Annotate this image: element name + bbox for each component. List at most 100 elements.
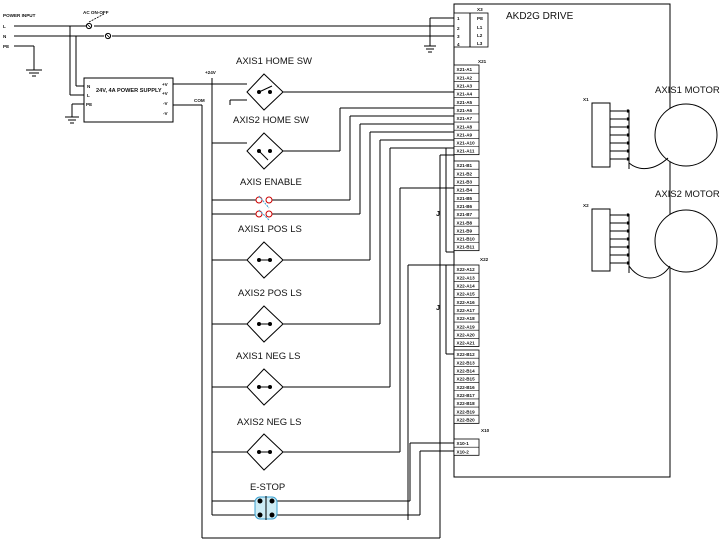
x21a-block xyxy=(453,64,480,156)
pin-x22-b14: X22-B14 xyxy=(457,369,476,374)
axis2-home-sw-label: AXIS2 HOME SW xyxy=(233,115,309,126)
axis2-neg-ls-label: AXIS2 NEG LS xyxy=(237,417,301,428)
ac-switch: AC ON-OFF xyxy=(83,10,112,40)
x3-pin-4: 4 xyxy=(457,42,460,47)
pin-x22-b15: X22-B15 xyxy=(457,377,476,382)
device-axis1-pos-ls: AXIS1 POS LS xyxy=(238,224,302,279)
axis2-motor-label: AXIS2 MOTOR xyxy=(655,189,720,200)
x21b-block xyxy=(453,160,480,252)
pin-x22-b19: X22-B19 xyxy=(457,409,476,414)
pin-x21-b1: X21-B1 xyxy=(457,163,473,168)
pin-x21-b10: X21-B10 xyxy=(457,237,476,242)
x3-label: X3 xyxy=(477,7,483,12)
x3-pin-l1: L1 xyxy=(477,25,483,30)
pin-x21-a8: X21-A8 xyxy=(457,124,473,129)
com-label: COM xyxy=(194,98,205,103)
axis1-pos-ls-label: AXIS1 POS LS xyxy=(238,224,302,235)
axis1-home-sw-label: AXIS1 HOME SW xyxy=(236,56,312,67)
psu-out-1: +V xyxy=(162,82,169,87)
pin-x22-a14: X22-A14 xyxy=(457,284,476,289)
pin-x10-2: X10-2 xyxy=(457,449,470,454)
x10-label: X10 xyxy=(481,428,490,433)
psu-out-2: +V xyxy=(162,91,169,96)
pin-x22-b12: X22-B12 xyxy=(457,352,476,357)
line-label-l: L xyxy=(3,24,6,29)
drive-box xyxy=(453,3,671,478)
axis2-home-switch-icon xyxy=(246,132,284,170)
device-wires xyxy=(212,83,454,538)
psu-out-4: -V xyxy=(163,111,169,116)
axis1-motor-icon xyxy=(654,103,718,167)
x2-connector xyxy=(591,208,630,273)
device-axis2-home-sw: AXIS2 HOME SW xyxy=(233,115,309,170)
pin-x22-a12: X22-A12 xyxy=(457,267,476,272)
device-axis1-neg-ls: AXIS1 NEG LS xyxy=(236,351,300,406)
drive-pin-columns: X21-A1X21-A2X21-A3X21-A4X21-A5X21-A6X21-… xyxy=(453,64,480,456)
x3-wiring xyxy=(424,17,454,53)
pin-x21-a5: X21-A5 xyxy=(457,100,473,105)
pin-x21-a2: X21-A2 xyxy=(457,75,473,80)
x2-label: X2 xyxy=(583,203,589,208)
pin-x21-a4: X21-A4 xyxy=(457,92,473,97)
drive-title: AKD2G DRIVE xyxy=(506,11,574,22)
pin-x21-b7: X21-B7 xyxy=(457,212,473,217)
pin-x22-a16: X22-A16 xyxy=(457,300,476,305)
pin-x21-b9: X21-B9 xyxy=(457,228,473,233)
pin-x21-b2: X21-B2 xyxy=(457,171,473,176)
psu-pin-n: N xyxy=(87,84,91,89)
pin-x21-a11: X21-A11 xyxy=(457,149,475,154)
pin-x21-a1: X21-A1 xyxy=(457,67,473,72)
axis1-motor: AXIS1 MOTOR xyxy=(628,85,720,170)
axis1-home-switch-icon xyxy=(246,73,284,111)
psu-pe-ground xyxy=(65,103,84,124)
device-axis1-home-sw: AXIS1 HOME SW xyxy=(236,56,312,111)
pin-x22-b16: X22-B16 xyxy=(457,385,476,390)
device-e-stop: E-STOP xyxy=(250,482,285,520)
psu-pin-pe: PE xyxy=(86,102,92,107)
pin-x21-b6: X21-B6 xyxy=(457,204,473,209)
pin-x22-a13: X22-A13 xyxy=(457,275,476,280)
axis2-motor: AXIS2 MOTOR xyxy=(628,189,720,279)
pin-x22-a17: X22-A17 xyxy=(457,308,476,313)
pin-x21-a6: X21-A6 xyxy=(457,108,473,113)
x3-pin-1: 1 xyxy=(457,16,460,21)
psu-out-3: -V xyxy=(163,101,169,106)
line-label-n: N xyxy=(3,34,7,39)
pin-x22-b13: X22-B13 xyxy=(457,360,476,365)
ac-switch-label: AC ON-OFF xyxy=(83,10,109,15)
axis1-neg-ls-label: AXIS1 NEG LS xyxy=(236,351,300,362)
axis1-motor-label: AXIS1 MOTOR xyxy=(655,85,720,96)
pin-x21-b8: X21-B8 xyxy=(457,220,473,225)
x1-label: X1 xyxy=(583,97,589,102)
power-rails: +24V COM xyxy=(173,70,440,539)
axis2-motor-icon xyxy=(654,209,718,273)
power-supply-label: 24V, 4A POWER SUPPLY xyxy=(96,88,162,94)
x3-pin-2: 2 xyxy=(457,26,460,31)
x3-pin-l2: L2 xyxy=(477,33,483,38)
pin-x21-b4: X21-B4 xyxy=(457,188,473,193)
pin-x21-b5: X21-B5 xyxy=(457,196,473,201)
pin-x22-a15: X22-A15 xyxy=(457,292,476,297)
x1-connector xyxy=(591,102,630,169)
x3-pin-3: 3 xyxy=(457,34,460,39)
pin-x21-b11: X21-B11 xyxy=(457,245,475,250)
pin-x22-a20: X22-A20 xyxy=(457,332,476,337)
x3-pin-pe: PE xyxy=(477,16,483,21)
x22b-block xyxy=(453,349,480,424)
x21-label: X21 xyxy=(478,59,487,64)
pin-x21-a3: X21-A3 xyxy=(457,84,473,89)
pin-x22-a18: X22-A18 xyxy=(457,316,476,321)
pin-x10-1: X10-1 xyxy=(457,441,470,446)
power-supply: 24V, 4A POWER SUPPLY N L PE +V +V -V -V xyxy=(83,77,174,123)
psu-pin-l: L xyxy=(87,93,90,98)
plus-24v-label: +24V xyxy=(205,70,217,75)
pin-x22-a21: X22-A21 xyxy=(457,341,476,346)
x22-label: X22 xyxy=(480,257,489,262)
jumper-label-1: J xyxy=(436,211,440,218)
akd2g-drive: AKD2G DRIVE X3 1 2 3 4 PE L1 L2 L3 X21 X… xyxy=(436,3,671,478)
power-supply-box xyxy=(83,77,174,123)
pin-x22-a19: X22-A19 xyxy=(457,324,476,329)
e-stop-label: E-STOP xyxy=(250,482,285,493)
pin-x22-b17: X22-B17 xyxy=(457,393,476,398)
device-axis2-neg-ls: AXIS2 NEG LS xyxy=(237,417,301,471)
